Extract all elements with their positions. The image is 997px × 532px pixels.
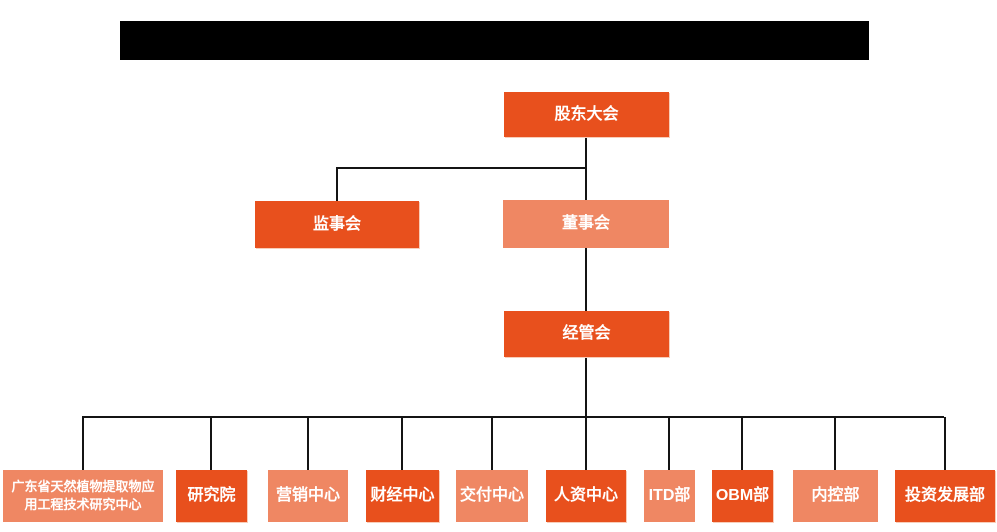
connector-line-vertical bbox=[210, 417, 212, 470]
org-node-supervisory-board: 监事会 bbox=[255, 201, 419, 248]
org-node-label: 营销中心 bbox=[275, 487, 340, 504]
org-node-label: 内控部 bbox=[811, 487, 860, 504]
org-node-shareholders-meeting: 股东大会 bbox=[504, 92, 669, 137]
org-node-gd-plant-extract-research-center: 广东省天然植物提取物应用工程技术研究中心 bbox=[3, 470, 163, 522]
org-node-management-committee: 经管会 bbox=[504, 311, 669, 357]
connector-line-vertical bbox=[834, 417, 836, 470]
connector-line-horizontal bbox=[336, 167, 586, 169]
org-node-label: 人资中心 bbox=[553, 487, 618, 504]
connector-line-vertical bbox=[307, 417, 309, 470]
org-node-internal-control-department: 内控部 bbox=[793, 470, 878, 522]
org-node-label: 交付中心 bbox=[459, 487, 524, 504]
org-node-label: 财经中心 bbox=[370, 487, 435, 504]
org-node-label: 研究院 bbox=[187, 487, 236, 504]
org-node-research-institute: 研究院 bbox=[176, 470, 247, 522]
connector-line-vertical bbox=[82, 417, 84, 470]
org-node-itd-department: ITD部 bbox=[644, 470, 695, 522]
org-node-label: OBM部 bbox=[715, 487, 770, 504]
org-node-label: 股东大会 bbox=[554, 105, 619, 123]
connector-line-vertical bbox=[944, 417, 946, 470]
org-node-label: ITD部 bbox=[648, 487, 691, 504]
org-node-label: 董事会 bbox=[561, 215, 610, 232]
org-node-label: 投资发展部 bbox=[904, 487, 985, 504]
org-node-marketing-center: 营销中心 bbox=[268, 470, 348, 522]
org-node-board-of-directors: 董事会 bbox=[503, 200, 669, 248]
connector-line-vertical bbox=[741, 417, 743, 470]
org-node-investment-development-department: 投资发展部 bbox=[895, 470, 995, 522]
redacted-title-bar bbox=[120, 21, 869, 60]
connector-line-vertical bbox=[585, 248, 587, 311]
connector-line-vertical bbox=[491, 417, 493, 470]
connector-line-vertical bbox=[585, 137, 587, 201]
connector-line-vertical bbox=[668, 417, 670, 470]
org-node-finance-center: 财经中心 bbox=[366, 470, 439, 522]
connector-line-vertical bbox=[401, 417, 403, 470]
org-node-delivery-center: 交付中心 bbox=[456, 470, 528, 522]
connector-line-horizontal bbox=[82, 416, 944, 418]
org-node-label: 监事会 bbox=[312, 215, 361, 233]
org-node-label: 经管会 bbox=[562, 325, 611, 342]
org-node-obm-department: OBM部 bbox=[712, 470, 773, 522]
org-node-hr-center: 人资中心 bbox=[546, 470, 626, 522]
org-node-label: 用工程技术研究中心 bbox=[24, 497, 142, 512]
org-node-label: 广东省天然植物提取物应 bbox=[11, 479, 155, 495]
connector-line-vertical bbox=[585, 357, 587, 470]
connector-line-vertical bbox=[336, 168, 338, 201]
